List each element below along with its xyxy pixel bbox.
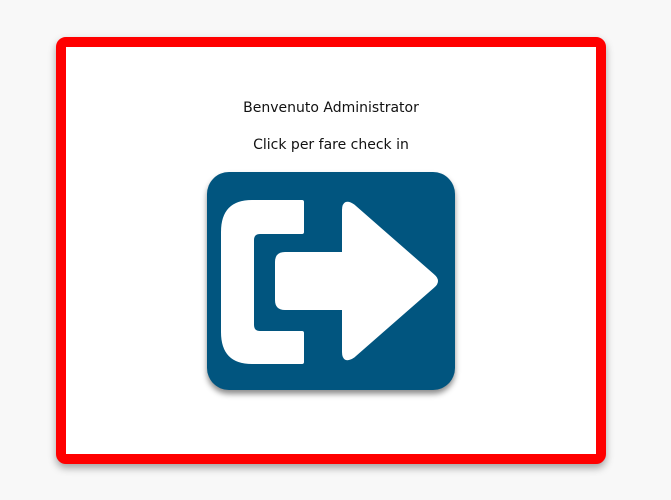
sign-in-arrow-icon xyxy=(221,200,438,364)
welcome-message: Benvenuto Administrator xyxy=(243,100,419,116)
checkin-hint: Click per fare check in xyxy=(253,137,409,153)
checkin-panel: Benvenuto Administrator Click per fare c… xyxy=(56,37,606,464)
checkin-button[interactable] xyxy=(207,172,455,390)
